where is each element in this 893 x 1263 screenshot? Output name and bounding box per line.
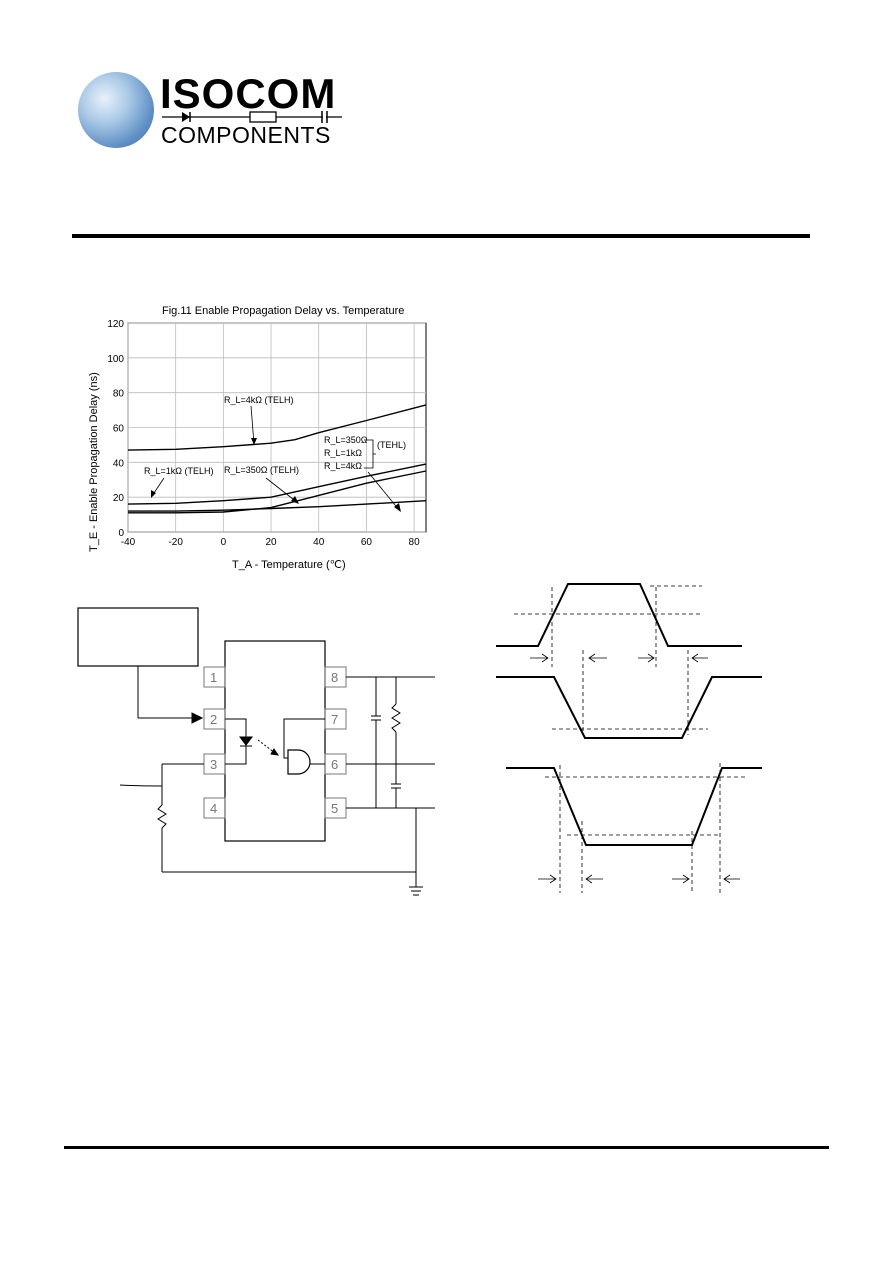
x-tick-label: 60 xyxy=(361,537,373,548)
pin-label-1: 1 xyxy=(210,670,217,685)
light-arrowhead xyxy=(270,748,280,756)
annotation-1k-arrowhead xyxy=(151,490,156,498)
annotation-4k-arrowhead xyxy=(251,438,257,445)
annotation-1k-telh: R_L=1kΩ (TELH) xyxy=(144,466,214,476)
ic-body xyxy=(224,640,326,842)
globe-logo-icon xyxy=(78,72,154,148)
timing-arrow-1 xyxy=(530,653,549,663)
series-line-0 xyxy=(127,404,427,451)
logo-component-line xyxy=(162,110,342,124)
led-icon xyxy=(239,736,253,746)
series-line-2 xyxy=(128,500,427,512)
y-tick-label: 120 xyxy=(107,319,124,330)
x-tick-label: 0 xyxy=(221,537,227,548)
input-arrowhead xyxy=(191,712,204,724)
annotation-tehl-arrow xyxy=(367,471,401,512)
x-tick-label: -20 xyxy=(168,537,183,548)
x-axis-label: T_A - Temperature (℃) xyxy=(232,559,346,571)
pin-label-4: 4 xyxy=(210,801,217,816)
x-tick-label: -40 xyxy=(121,537,136,548)
annotation-4k-telh: R_L=4kΩ (TELH) xyxy=(224,395,294,405)
timing-arrow-7 xyxy=(672,874,690,884)
chart-title: Fig.11 Enable Propagation Delay vs. Temp… xyxy=(162,305,404,317)
pulse-generator-box xyxy=(77,607,199,667)
series-line-3 xyxy=(128,470,427,514)
y-tick-label: 100 xyxy=(107,354,124,365)
annotation-350-arrow xyxy=(265,477,299,504)
timing-arrow-8 xyxy=(723,874,740,884)
light-path xyxy=(257,739,276,754)
annotation-4k-arrow xyxy=(250,405,255,445)
x-tick-label: 80 xyxy=(409,537,421,548)
pin-label-7: 7 xyxy=(331,712,338,727)
timing-arrow-4 xyxy=(691,653,708,663)
logo-subtitle: COMPONENTS xyxy=(161,122,331,148)
annotation-4k-tehl: R_L=4kΩ xyxy=(324,461,362,471)
y-tick-label: 80 xyxy=(113,389,125,400)
pin-box-1 xyxy=(203,666,226,688)
propagation-delay-chart: Fig.11 Enable Propagation Delay vs. Temp… xyxy=(88,305,427,571)
y-tick-label: 60 xyxy=(113,424,125,435)
series-line-1 xyxy=(127,463,427,505)
timing-arrow-6 xyxy=(585,874,603,884)
annotation-tehl-arrowhead xyxy=(394,503,401,512)
y-tick-label: 20 xyxy=(113,493,125,504)
pin-label-6: 6 xyxy=(331,757,338,772)
y-axis-label: T_E - Enable Propagation Delay (ns) xyxy=(88,372,100,552)
output-waveform-2 xyxy=(506,767,762,846)
x-tick-label: 20 xyxy=(265,537,277,548)
logo-title: ISOCOM xyxy=(160,70,337,117)
annotation-350-telh: R_L=350Ω (TELH) xyxy=(224,465,299,475)
input-waveform xyxy=(496,583,742,647)
isocom-logo: ISOCOM COMPONENTS xyxy=(78,70,348,150)
header-rule xyxy=(72,234,810,238)
output-waveform-1 xyxy=(496,676,762,739)
pin-label-5: 5 xyxy=(331,801,338,816)
pin-label-8: 8 xyxy=(331,670,338,685)
annotation-tehl: (TEHL) xyxy=(377,440,406,450)
annotation-350-arrowhead xyxy=(291,496,299,504)
annotation-1k-tehl: R_L=1kΩ xyxy=(324,448,362,458)
y-tick-label: 40 xyxy=(113,458,125,469)
pin-label-3: 3 xyxy=(210,757,217,772)
pin-box-4 xyxy=(203,797,226,819)
timing-waveform-diagram xyxy=(496,583,762,893)
pin-label-2: 2 xyxy=(210,712,217,727)
footer-rule xyxy=(64,1146,829,1149)
y-tick-label: 0 xyxy=(118,528,124,539)
and-gate-icon xyxy=(287,749,311,775)
timing-arrow-5 xyxy=(538,874,557,884)
enable-resistor-icon xyxy=(157,804,167,829)
x-tick-label: 40 xyxy=(313,537,325,548)
load-resistor-icon xyxy=(391,703,401,733)
annotation-350-tehl: R_L=350Ω xyxy=(324,435,368,445)
test-circuit-diagram: 1 2 3 4 8 7 6 5 xyxy=(77,607,435,896)
timing-arrow-3 xyxy=(638,653,655,663)
timing-arrow-2 xyxy=(588,653,607,663)
tehl-bracket xyxy=(364,439,376,469)
